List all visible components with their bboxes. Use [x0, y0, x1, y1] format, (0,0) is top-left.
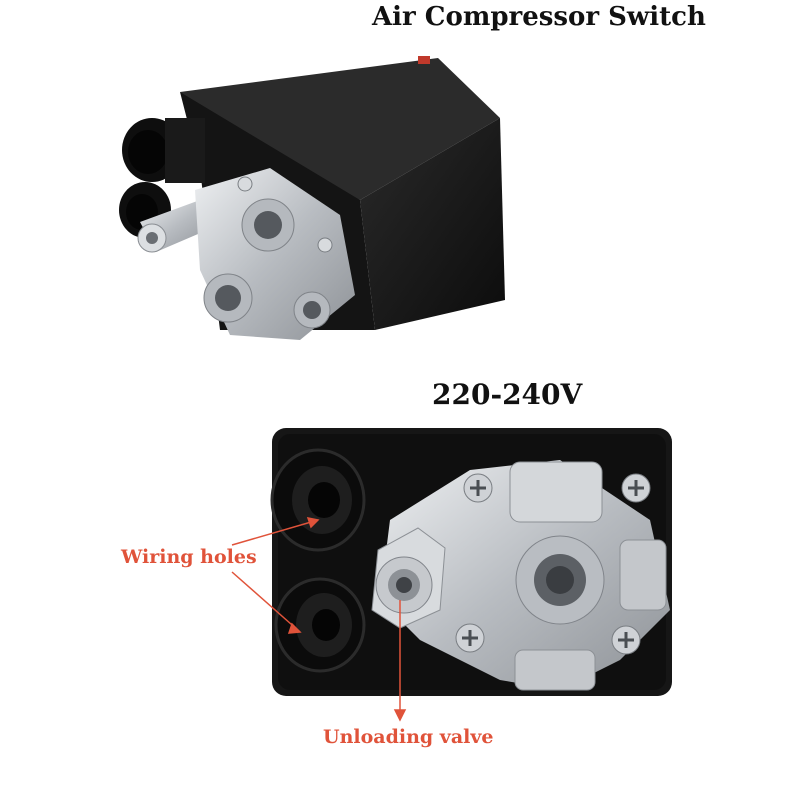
unloading-valve-fitting-top	[137, 200, 212, 253]
unloading-valve-arrow	[393, 600, 407, 722]
wiring-holes-arrows	[231, 517, 320, 634]
manifold-bottom	[380, 460, 670, 691]
screw-bottom-left	[455, 623, 485, 653]
screw-bottom-right	[611, 625, 641, 655]
wiring-holes-label: Wiring holes	[121, 546, 257, 568]
unloading-valve-bottom	[371, 527, 446, 629]
manifold-top	[195, 168, 355, 340]
voltage-label: 220-240V	[432, 378, 583, 411]
wiring-hole-upper	[270, 448, 366, 552]
top-switch-photo	[119, 56, 505, 340]
screw-top-right	[621, 473, 651, 503]
page-title: Air Compressor Switch	[372, 2, 706, 32]
unloading-valve-label: Unloading valve	[323, 726, 494, 748]
screw-top-left	[463, 473, 493, 503]
bottom-switch-photo	[231, 428, 672, 722]
wiring-hole-lower	[274, 577, 366, 673]
cable-gland-upper	[122, 118, 205, 183]
